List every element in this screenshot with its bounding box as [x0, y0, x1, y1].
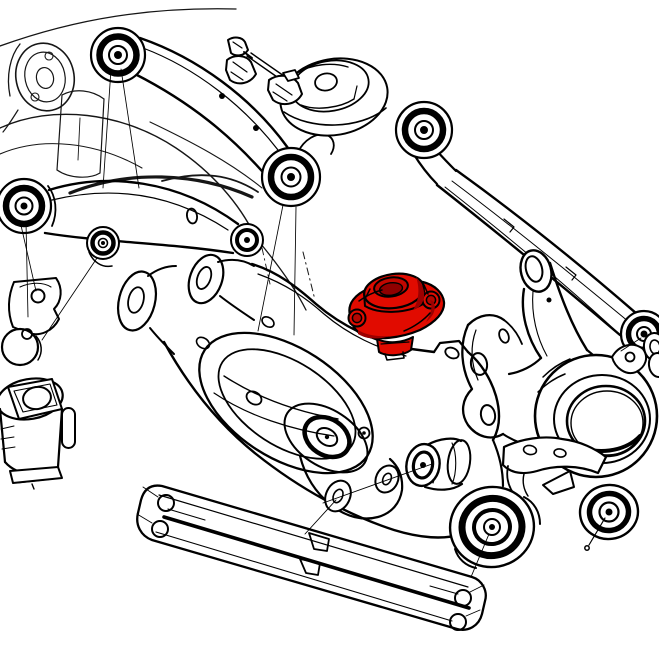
rear-subframe-outline: [0, 8, 316, 311]
wheel-carrier: [461, 249, 659, 497]
leader-lines: [19, 68, 642, 578]
edge-washers: [642, 332, 659, 378]
upper-camber-arm: [89, 26, 335, 208]
pivot-bushing: [578, 483, 640, 551]
hydro-bushing: [405, 437, 472, 491]
ball-joint: [448, 485, 541, 569]
lower-guide-link: [0, 177, 264, 268]
strut-top-mount[interactable]: [347, 270, 446, 361]
reinforcement-plate: [136, 484, 487, 631]
buffer-stop-kit: [225, 36, 303, 106]
